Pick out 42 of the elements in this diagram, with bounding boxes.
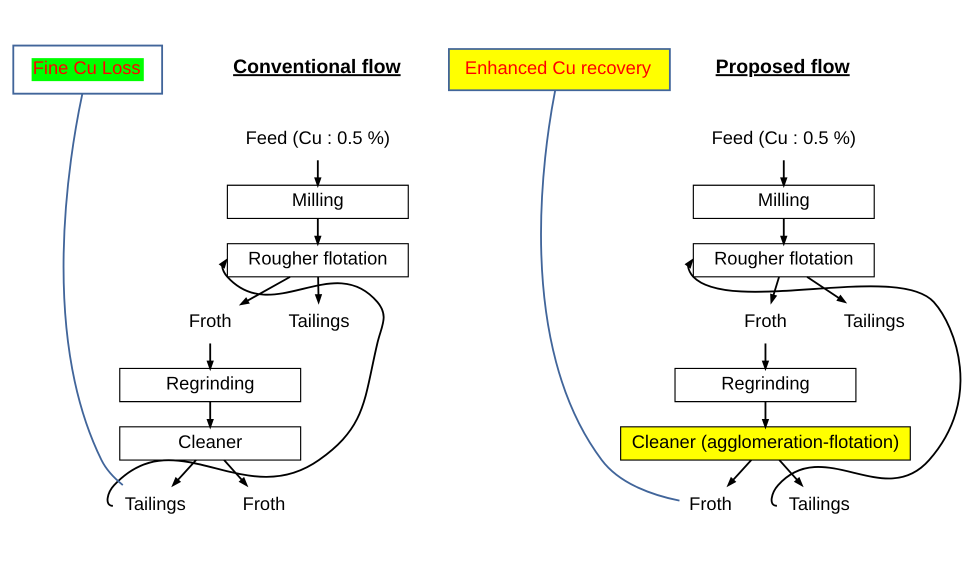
arrow bbox=[778, 459, 804, 488]
arrow bbox=[107, 258, 384, 507]
arrow bbox=[762, 402, 770, 430]
label: Proposed flow bbox=[716, 56, 850, 78]
arrow bbox=[223, 459, 248, 488]
node-text: Tailings bbox=[124, 493, 186, 514]
node-box: Enhanced Cu recovery bbox=[448, 48, 671, 92]
node-box: Cleaner bbox=[119, 426, 302, 461]
node-text: Tailings bbox=[788, 493, 850, 514]
connector bbox=[62, 94, 124, 486]
arrow bbox=[171, 459, 197, 488]
arrow bbox=[314, 276, 322, 305]
node-box: Cleaner (agglomeration-flotation) bbox=[620, 426, 911, 461]
node-box: Regrinding bbox=[119, 368, 302, 402]
node-text: Tailings bbox=[844, 310, 905, 331]
arrow bbox=[206, 402, 214, 430]
label: Conventional flow bbox=[233, 56, 401, 78]
node-box: Rougher flotation bbox=[226, 243, 409, 278]
node-text: Froth bbox=[689, 493, 732, 514]
arrow bbox=[762, 343, 770, 372]
node-box: Milling bbox=[226, 184, 409, 220]
arrow bbox=[780, 218, 788, 246]
arrow bbox=[314, 218, 322, 246]
node-box: Milling bbox=[692, 184, 875, 220]
node-text: Froth bbox=[242, 493, 286, 514]
node-text: Tailings bbox=[288, 310, 350, 331]
node-box: Rougher flotation bbox=[692, 243, 875, 278]
node-text: Feed (Cu : 0.5 %) bbox=[246, 126, 390, 148]
node-box: Fine Cu Loss bbox=[12, 44, 164, 95]
connector bbox=[540, 90, 680, 502]
arrow bbox=[780, 160, 788, 188]
node-text: Froth bbox=[188, 310, 232, 331]
arrow bbox=[684, 258, 962, 507]
arrow bbox=[238, 276, 291, 306]
node-box: Regrinding bbox=[674, 368, 856, 402]
arrow bbox=[314, 160, 322, 188]
node-text: Froth bbox=[744, 310, 787, 331]
arrow bbox=[726, 459, 752, 488]
arrow bbox=[206, 343, 214, 372]
arrow bbox=[806, 276, 848, 304]
arrow bbox=[770, 276, 780, 305]
node-text: Feed (Cu : 0.5 %) bbox=[712, 126, 856, 148]
